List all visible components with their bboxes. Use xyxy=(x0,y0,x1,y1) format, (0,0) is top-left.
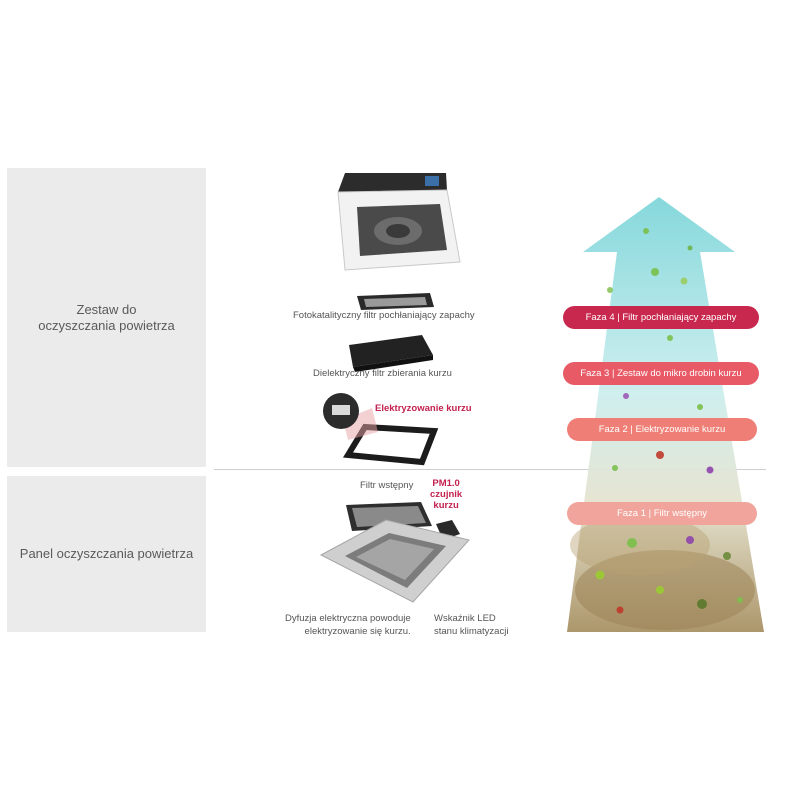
caption-led-line-2: stanu klimatyzacji xyxy=(434,626,509,637)
section-air-purification-kit: Zestaw do oczyszczania powietrza xyxy=(7,168,206,467)
caption-pm-sensor: PM1.0 czujnik kurzu xyxy=(430,478,462,511)
prefilter-icon xyxy=(346,502,432,531)
caption-prefilter: Filtr wstępny xyxy=(360,480,414,491)
caption-diffusion-line-1: Dyfuzja elektryczna powoduje xyxy=(285,613,411,624)
phase-1-badge: Faza 1 | Filtr wstępny xyxy=(567,502,757,525)
caption-dielectric-filter: Dielektryczny filtr zbierania kurzu xyxy=(313,368,452,379)
caption-diffusion-line-2: elektryzowanie się kurzu. xyxy=(304,626,411,637)
caption-photocatalytic-filter: Fotokatalityczny filtr pochłaniający zap… xyxy=(293,310,475,321)
phase-3-badge: Faza 3 | Zestaw do mikro drobin kurzu xyxy=(563,362,759,385)
caption-led-line-1: Wskaźnik LED xyxy=(434,613,496,624)
phase-4-badge: Faza 4 | Filtr pochłaniający zapachy xyxy=(563,306,759,329)
phase-2-badge: Faza 2 | Elektryzowanie kurzu xyxy=(567,418,757,441)
section-label-panel: Panel oczyszczania powietrza xyxy=(19,546,194,561)
electrification-frame-icon xyxy=(323,393,439,466)
section-air-purification-panel: Panel oczyszczania powietrza xyxy=(7,476,206,632)
caption-pm-sensor-line-3: kurzu xyxy=(433,500,459,511)
caption-diffusion: Dyfuzja elektryczna powoduje elektryzowa… xyxy=(285,612,411,638)
dielectric-filter-icon xyxy=(349,335,433,372)
section-divider xyxy=(214,469,766,470)
caption-pm-sensor-line-2: czujnik xyxy=(430,489,463,500)
caption-led: Wskaźnik LED stanu klimatyzacji xyxy=(434,612,508,638)
caption-pm-sensor-line-1: PM1.0 xyxy=(432,478,460,489)
cassette-unit-icon xyxy=(337,173,461,271)
air-arrow-icon xyxy=(567,197,764,632)
panel-icon xyxy=(319,519,470,603)
section-label-kit: Zestaw do oczyszczania powietrza xyxy=(38,301,175,333)
caption-electrification: Elektryzowanie kurzu xyxy=(375,403,472,414)
photocatalytic-filter-icon xyxy=(357,293,434,310)
